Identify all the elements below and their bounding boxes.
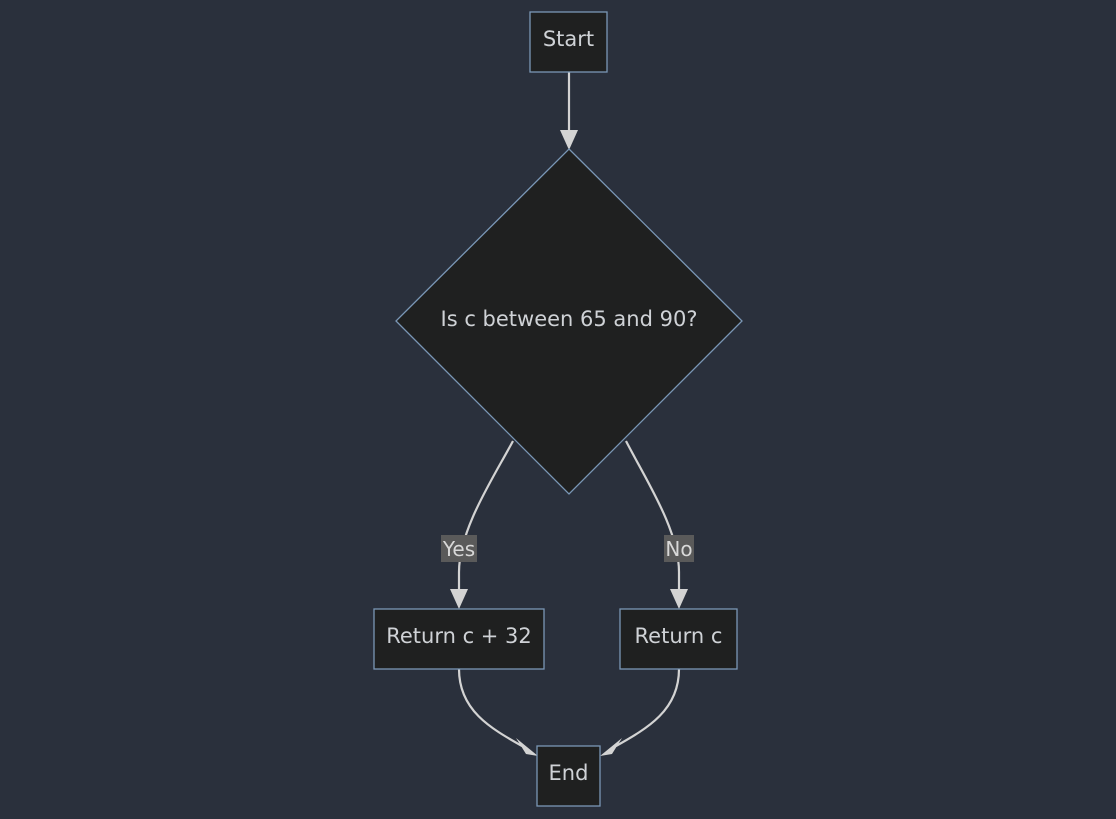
node-yes-action: Return c + 32 <box>373 608 545 670</box>
edge-label-no-text: No <box>665 537 692 561</box>
node-decision: Is c between 65 and 90? <box>395 148 743 495</box>
arrowhead-decision <box>560 130 578 150</box>
arrowhead-end-right <box>600 738 622 756</box>
edge-no-action-to-end <box>615 668 681 747</box>
node-start: Start <box>529 11 608 73</box>
edge-label-yes: Yes <box>441 535 477 562</box>
edge-decision-to-yes <box>457 440 514 590</box>
edge-label-yes-text: Yes <box>442 537 475 561</box>
node-decision-label: Is c between 65 and 90? <box>441 307 698 331</box>
node-start-label: Start <box>543 27 594 51</box>
arrowhead-no-action <box>670 589 688 609</box>
node-end: End <box>536 745 601 807</box>
edge-decision-to-no <box>625 440 681 590</box>
node-end-label: End <box>549 761 589 785</box>
arrowhead-yes-action <box>450 589 468 609</box>
arrowhead-end-left <box>516 738 538 756</box>
node-no-action-label: Return c <box>635 624 723 648</box>
edges <box>450 72 688 756</box>
node-no-action: Return c <box>619 608 738 670</box>
edge-yes-action-to-end <box>457 668 523 747</box>
node-yes-action-label: Return c + 32 <box>386 624 532 648</box>
edge-label-no: No <box>664 535 694 562</box>
